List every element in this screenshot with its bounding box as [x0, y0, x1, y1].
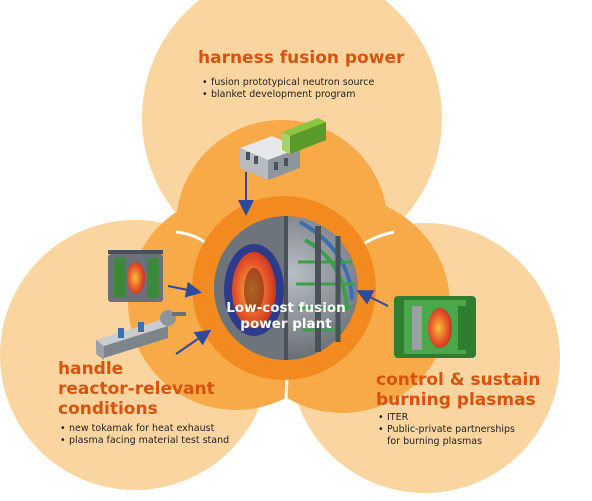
top-title: harness fusion power: [198, 48, 405, 68]
right-arrow: [356, 290, 389, 307]
right-title: control & sustain burning plasmas: [376, 370, 540, 410]
right-bullets: ITER Public-private partnerships for bur…: [378, 412, 528, 448]
center-label: Low-cost fusion power plant: [206, 300, 366, 332]
right-bullet-continuation: for burning plasmas: [387, 436, 483, 447]
right-title-line: burning plasmas: [376, 390, 536, 410]
left-title: handle reactor-relevant conditions: [58, 359, 215, 419]
top-bullets: fusion prototypical neutron source blank…: [202, 77, 402, 101]
burning-plasma-tokamak-icon: [394, 296, 476, 358]
left-title-line: handle: [58, 359, 124, 379]
tokamak-reactor-icon: [214, 216, 358, 360]
material-test-stand-icon: [96, 310, 186, 360]
left-bullets: new tokamak for heat exhaust plasma faci…: [60, 423, 260, 447]
left-bullet: new tokamak for heat exhaust: [60, 423, 260, 435]
left-lower-arrow: [175, 329, 212, 355]
right-title-line: control & sustain: [376, 370, 541, 390]
center-label-line: Low-cost fusion: [226, 300, 346, 316]
left-title-line: reactor-relevant: [58, 379, 215, 399]
right-bullet: Public-private partnerships: [378, 424, 528, 436]
power-plant-building-icon: [240, 118, 326, 180]
right-bullet: ITER: [378, 412, 528, 424]
top-bullet: fusion prototypical neutron source: [202, 77, 402, 89]
left-title-line: conditions: [58, 399, 158, 419]
center-label-line: power plant: [240, 316, 332, 332]
left-upper-arrow: [167, 281, 202, 298]
left-bullet: plasma facing material test stand: [60, 435, 260, 447]
heat-exhaust-tokamak-icon: [108, 250, 163, 302]
top-bullet: blanket development program: [202, 89, 402, 101]
